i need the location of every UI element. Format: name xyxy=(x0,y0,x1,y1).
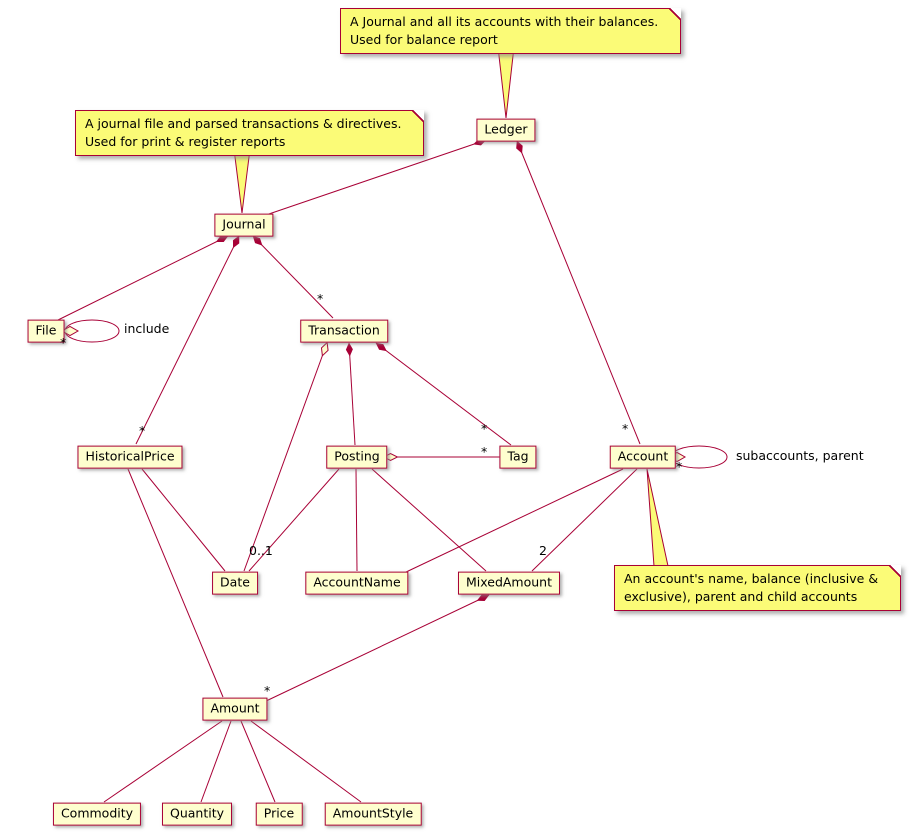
edge-journal-historicalprice xyxy=(135,235,240,445)
class-date: Date xyxy=(212,571,258,595)
edge-amount-quantity xyxy=(200,720,232,803)
edge-posting-accountname xyxy=(355,468,358,572)
edge-transaction-date xyxy=(243,343,327,572)
note-fold-icon xyxy=(669,8,682,20)
note-fold-icon xyxy=(889,565,902,577)
class-transaction: Transaction xyxy=(300,319,388,343)
class-amountstyle: AmountStyle xyxy=(324,802,422,826)
edge-ledger-journal xyxy=(262,138,487,217)
note-journal: A journal file and parsed transactions &… xyxy=(75,110,425,156)
multiplicity-transaction-tag: * xyxy=(481,421,488,436)
note-journal-text: A journal file and parsed transactions &… xyxy=(85,116,402,149)
multiplicity-journal-transaction: * xyxy=(317,291,324,306)
class-journal: Journal xyxy=(214,213,274,237)
edge-historicalprice-amount xyxy=(127,468,224,698)
edge-amount-amountstyle xyxy=(250,720,362,803)
multiplicity-journal-historicalprice: * xyxy=(139,423,146,438)
edge-journal-transaction xyxy=(252,235,334,319)
note-account: An account's name, balance (inclusive & … xyxy=(614,565,902,611)
class-ledger: Ledger xyxy=(476,118,536,142)
class-commodity: Commodity xyxy=(52,802,142,826)
multiplicity-ledger-account: * xyxy=(622,421,629,436)
class-price: Price xyxy=(255,802,303,826)
edge-mixedamount-amount xyxy=(263,594,490,703)
class-quantity: Quantity xyxy=(161,802,233,826)
note-fold-icon xyxy=(412,110,425,122)
note-connector-account xyxy=(646,468,669,567)
edge-transaction-tag xyxy=(375,342,512,446)
role-account-subaccounts: subaccounts, parent xyxy=(736,448,864,463)
edge-account-accountname xyxy=(403,468,624,574)
edge-ledger-account xyxy=(516,140,641,445)
multiplicity-file-include: * xyxy=(60,335,67,350)
class-historicalprice: HistoricalPrice xyxy=(77,445,183,469)
class-mixedamount: MixedAmount xyxy=(457,571,561,595)
edge-amount-commodity xyxy=(103,720,223,803)
class-file: File xyxy=(27,319,65,343)
edge-journal-file xyxy=(57,235,229,321)
class-posting: Posting xyxy=(326,445,388,469)
note-ledger-text: A Journal and all its accounts with thei… xyxy=(350,14,659,47)
multiplicity-mixedamount-amount: * xyxy=(264,683,271,698)
multiplicity-account-mixedamount: 2 xyxy=(539,543,547,558)
edge-account-mixedamount xyxy=(531,468,638,572)
class-amount: Amount xyxy=(202,697,268,721)
edge-historicalprice-date xyxy=(141,468,226,572)
class-account: Account xyxy=(609,445,677,469)
edge-posting-date xyxy=(248,468,340,572)
note-connector-ledger xyxy=(497,46,515,119)
edge-amount-price xyxy=(240,720,276,803)
edge-posting-mixedamount xyxy=(371,468,487,572)
class-accountname: AccountName xyxy=(305,571,409,595)
multiplicity-posting-tag: * xyxy=(481,444,488,459)
role-file-include: include xyxy=(124,321,170,336)
file-loop-diamond xyxy=(60,325,80,337)
note-connector-journal xyxy=(233,148,251,214)
edge-transaction-posting xyxy=(345,342,356,446)
note-ledger: A Journal and all its accounts with thei… xyxy=(340,8,682,54)
class-tag: Tag xyxy=(499,445,537,469)
multiplicity-account-subaccounts: * xyxy=(676,459,683,474)
multiplicity-posting-date: 0..1 xyxy=(249,543,273,558)
note-account-text: An account's name, balance (inclusive & … xyxy=(624,571,879,604)
